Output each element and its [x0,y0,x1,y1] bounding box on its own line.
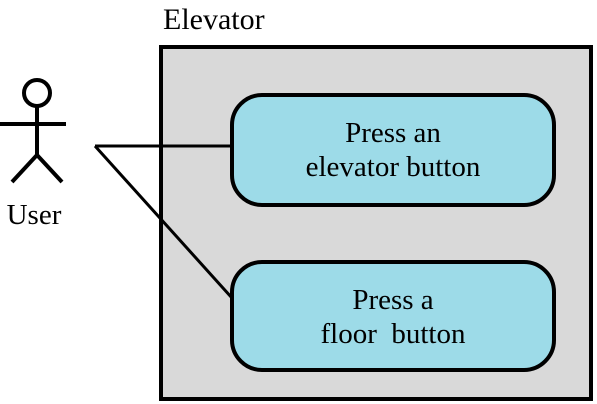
use-case-1-line-1: Press an [345,117,441,149]
association-line-2 [93,144,234,300]
stick-figure-icon [22,78,52,108]
use-case-1-line-2: elevator button [306,151,481,183]
use-case-press-elevator-button: Press an elevator button [230,93,556,207]
system-title: Elevator [163,3,265,36]
actor-label: User [7,199,62,231]
actor-figure [0,78,66,184]
use-case-press-floor-button: Press a floor button [230,260,556,372]
use-case-2-line-2: floor button [321,318,466,350]
use-case-2-line-1: Press a [352,284,433,316]
